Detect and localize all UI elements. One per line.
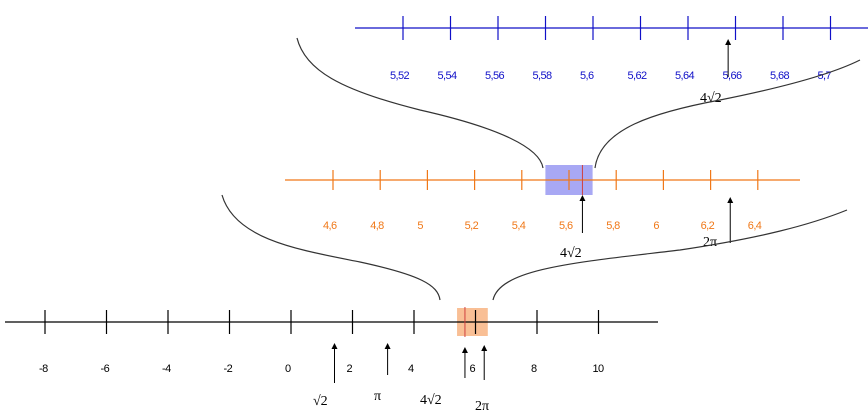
middle-tick-label: 6: [653, 220, 659, 232]
bottom-tick-label: -8: [39, 363, 48, 375]
bottom-marker-label: 4√2: [420, 393, 442, 408]
middle-tick-label: 4,6: [323, 220, 337, 232]
top-tick-label: 5,54: [438, 70, 457, 82]
bottom-tick-label: 2: [347, 363, 353, 375]
middle-tick-label: 6,4: [748, 220, 762, 232]
bottom-tick-label: 6: [470, 363, 476, 375]
middle-tick-label: 4,8: [370, 220, 384, 232]
middle-tick-label: 5: [417, 220, 423, 232]
middle-number-line: 4,6 4,8 5 5,2 5,4 5,6 5,8 6 6,2 6,4 4√2 2π: [285, 165, 800, 261]
bottom-tick-label: -6: [101, 363, 110, 375]
top-tick-label: 5,6: [580, 70, 594, 82]
top-tick-label: 5,62: [628, 70, 647, 82]
bottom-arrow-head: [384, 343, 391, 349]
middle-tick-label: 6,2: [701, 220, 715, 232]
bottom-arrow-head: [331, 343, 338, 349]
bottom-tick-label: 10: [593, 363, 605, 375]
bottom-arrow-head: [481, 345, 488, 351]
middle-tick-label: 5,6: [559, 220, 573, 232]
middle-tick-label: 5,4: [512, 220, 526, 232]
top-tick-label: 5,68: [770, 70, 789, 82]
zoom-brace-3: [296, 37, 544, 169]
middle-arrow-head: [579, 195, 586, 201]
bottom-marker-label: 2π: [475, 399, 489, 414]
middle-tick-label: 5,2: [465, 220, 479, 232]
zoom-brace-4: [594, 59, 861, 169]
middle-marker-label: 4√2: [560, 246, 582, 261]
zoom-brace-2: [492, 209, 848, 301]
bottom-marker-label: √2: [313, 394, 328, 409]
middle-tick-label: 5,8: [606, 220, 620, 232]
zoom-braces: [221, 37, 861, 301]
top-tick-label: 5,52: [390, 70, 409, 82]
top-tick-label: 5,58: [533, 70, 552, 82]
bottom-number-line: -8 -6 -4 -2 0 2 4 6 8 10 √2 π 4√2 2π: [5, 307, 658, 414]
bottom-tick-label: 0: [285, 363, 291, 375]
zoom-brace-1: [221, 194, 441, 301]
top-tick-label: 5,64: [675, 70, 694, 82]
top-arrow-head: [725, 39, 732, 45]
top-tick-label: 5,56: [485, 70, 504, 82]
bottom-tick-label: -4: [162, 363, 171, 375]
top-tick-label: 5,66: [723, 70, 742, 82]
bottom-tick-label: 8: [531, 363, 537, 375]
middle-arrow-head: [727, 197, 734, 203]
bottom-arrow-head: [461, 347, 468, 353]
bottom-tick-label: -2: [224, 363, 233, 375]
bottom-tick-label: 4: [408, 363, 414, 375]
middle-marker-label: 2π: [703, 235, 717, 250]
bottom-marker-label: π: [374, 389, 381, 404]
